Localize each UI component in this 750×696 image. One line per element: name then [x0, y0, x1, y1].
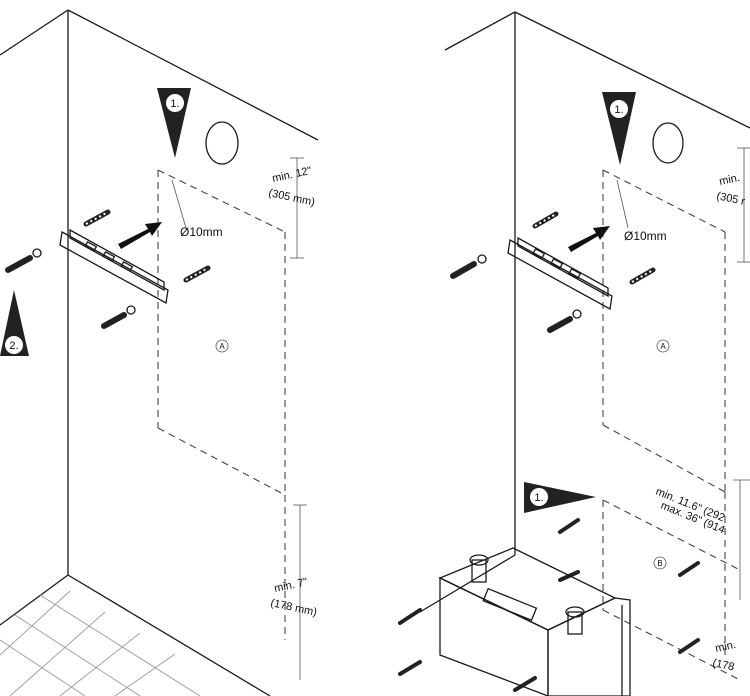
right-lower-anchors — [398, 518, 700, 692]
left-dim-bottom-mm: (178 mm) — [269, 597, 318, 619]
left-wall-bracket — [59, 228, 169, 305]
right-area-a-marker — [656, 339, 670, 353]
left-hole-label: Ø10mm — [180, 225, 223, 239]
right-area-a-label: A — [660, 342, 666, 351]
right-dim-bottom-mm: (178 — [711, 657, 735, 673]
left-anchor-right — [183, 265, 211, 283]
right-push-arrow — [568, 226, 610, 252]
left-dim-top-mm: (305 mm) — [267, 187, 316, 209]
left-area-a-marker — [215, 339, 229, 353]
right-hole-label: Ø10mm — [624, 229, 667, 243]
right-dim-bottom-min: min. — [714, 639, 737, 655]
right-anchor-top — [532, 211, 559, 229]
svg-text:1.: 1. — [534, 492, 543, 504]
left-wall — [0, 9, 319, 696]
left-area-a-label: A — [219, 342, 225, 351]
right-hole-leader — [616, 179, 629, 229]
right-appliance-unit — [438, 547, 631, 696]
left-push-arrow — [118, 222, 162, 249]
right-screw-bottom — [547, 309, 582, 333]
left-dim-top-min: min. 12" — [271, 165, 313, 185]
right-unit-fitting-left — [469, 554, 489, 583]
right-callout-1-top: 1. — [602, 92, 636, 165]
right-dimension-mid — [733, 479, 750, 600]
left-callout-1: 1. — [157, 88, 191, 158]
svg-text:1.: 1. — [170, 98, 179, 110]
right-dim-top-mm: (305 r — [715, 190, 746, 208]
left-dimension-top — [290, 157, 304, 259]
left-callout-2: 2. — [0, 290, 29, 356]
right-screw-left — [450, 254, 487, 279]
left-area-a-outline — [157, 169, 286, 640]
left-vent-circle — [205, 121, 239, 165]
right-panel: 1. 1. Ø10mm min. (305 r A B min. 11.6" (… — [398, 11, 750, 696]
svg-text:2.: 2. — [9, 340, 18, 352]
left-screw-left — [5, 248, 42, 273]
left-panel: 1. 2. Ø10mm min. 12" (305 mm) A min. 7" … — [0, 9, 319, 696]
right-dim-top-min: min. — [718, 172, 741, 188]
left-floor-tiles — [0, 590, 201, 696]
right-anchor-right — [629, 267, 656, 285]
left-dimension-bottom — [293, 504, 307, 680]
right-callout-1-mid: 1. — [524, 482, 596, 513]
left-hole-leader — [171, 179, 187, 229]
right-wall — [419, 11, 750, 613]
right-area-b-marker — [653, 556, 667, 570]
right-area-a-outline — [602, 169, 726, 493]
right-vent-circle — [652, 122, 684, 164]
left-dim-bottom-min: min. 7" — [273, 576, 309, 595]
right-area-b-label: B — [657, 559, 662, 568]
left-anchor-top — [83, 209, 111, 227]
right-unit-fitting-right — [565, 606, 585, 635]
left-screw-bottom — [101, 305, 136, 329]
right-dimension-top — [737, 147, 750, 263]
right-area-b-outline — [602, 492, 741, 681]
right-wall-bracket — [507, 236, 613, 311]
svg-text:1.: 1. — [614, 104, 623, 116]
